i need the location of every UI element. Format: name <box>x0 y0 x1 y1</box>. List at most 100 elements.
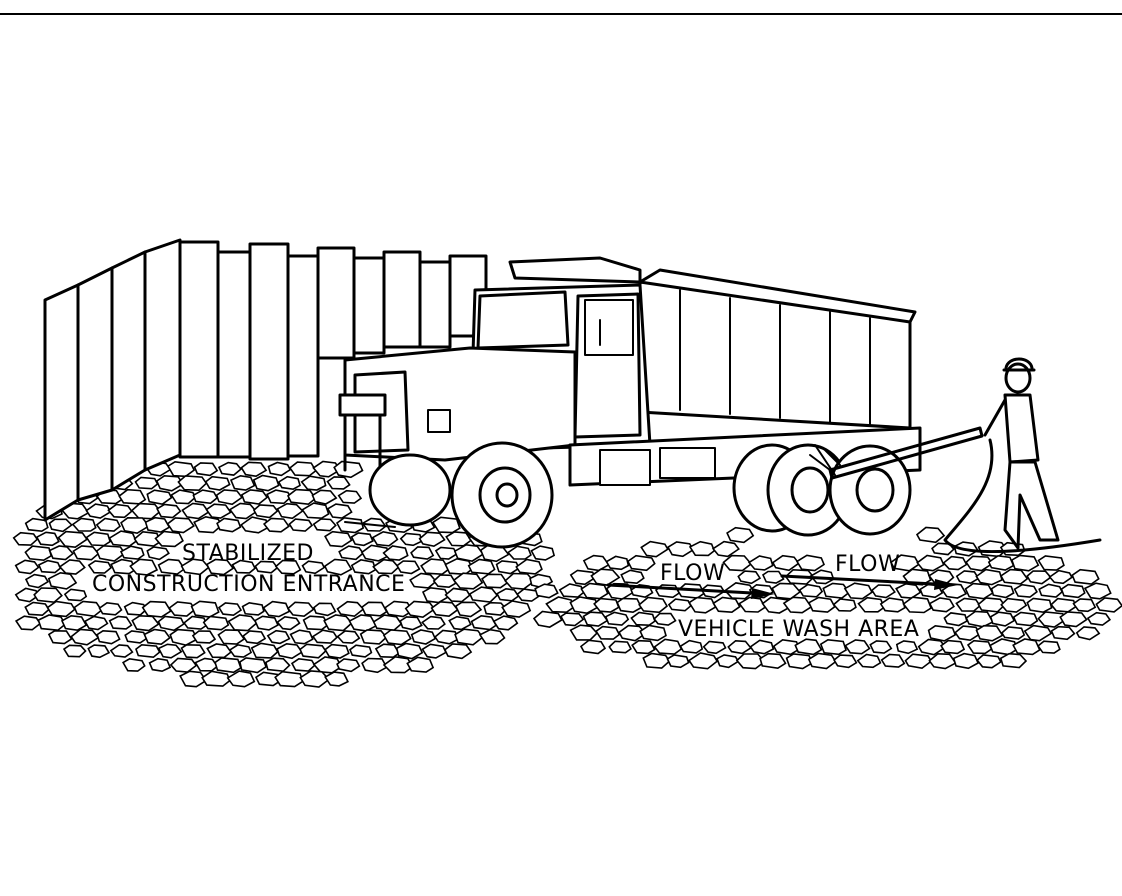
gravel-stone <box>800 585 823 597</box>
gravel-stone <box>977 655 1001 668</box>
gravel-stone <box>531 546 554 560</box>
gravel-stone <box>278 504 303 519</box>
gravel-stone <box>334 462 362 478</box>
gravel-stone <box>313 490 337 504</box>
gravel-stone <box>516 560 542 574</box>
gravel-stone <box>881 598 905 612</box>
gravel-stone <box>65 589 86 600</box>
worker-figure <box>985 359 1058 548</box>
gravel-stone <box>264 518 289 531</box>
gravel-stone <box>264 602 290 617</box>
gravel-stone <box>1001 654 1026 668</box>
gravel-stone <box>26 575 48 588</box>
gravel-stone <box>739 598 765 613</box>
gravel-stone <box>1060 612 1086 627</box>
gravel-stone <box>71 630 98 645</box>
gravel-stone <box>73 518 96 531</box>
gravel-stone <box>989 556 1014 570</box>
gravel-stone <box>300 671 329 687</box>
gravel-stone <box>643 654 669 669</box>
gravel-stone <box>193 631 215 643</box>
gravel-stone <box>1015 585 1037 597</box>
gravel-stone <box>159 616 184 630</box>
gravel-stone <box>1051 599 1076 612</box>
gravel-stone <box>254 476 279 491</box>
gravel-stone <box>73 546 98 560</box>
gravel-stone <box>410 574 436 588</box>
gravel-stone <box>728 641 751 654</box>
gravel-stone <box>407 657 433 672</box>
gravel-stone <box>25 546 51 560</box>
gravel-stone <box>917 556 943 571</box>
gravel-stone <box>38 615 65 630</box>
gravel-stone <box>584 556 609 571</box>
gravel-stone <box>834 599 856 611</box>
gravel-stone <box>143 602 171 617</box>
gravel-stone <box>640 626 666 641</box>
gravel-stone <box>421 559 449 574</box>
gravel-stone <box>361 630 387 644</box>
gravel-stone <box>787 654 813 669</box>
gravel-stone <box>373 532 398 546</box>
gravel-stone <box>215 658 241 672</box>
gravel-stone <box>192 601 219 617</box>
gravel-stone <box>1039 556 1064 570</box>
gravel-stone <box>240 658 266 673</box>
gravel-stone <box>480 630 505 644</box>
gravel-stone <box>727 528 753 543</box>
gravel-stone <box>412 630 436 644</box>
gravel-stone <box>401 534 422 546</box>
gravel-stone <box>845 583 872 599</box>
gravel-stone <box>689 598 715 613</box>
gravel-stone <box>87 532 111 545</box>
gravel-stone <box>423 644 446 658</box>
gravel-stone <box>977 626 1003 641</box>
gravel-stone <box>268 631 290 644</box>
gravel-stone <box>917 528 944 543</box>
gravel-stone <box>1013 639 1039 654</box>
gravel-stone <box>581 640 605 653</box>
gravel-stone <box>16 616 40 630</box>
gravel-stone <box>231 476 254 490</box>
label-vehicle-wash-area: VEHICLE WASH AREA <box>678 617 919 642</box>
gravel-stone <box>328 504 352 518</box>
gravel-stone <box>991 612 1015 626</box>
gravel-stone <box>654 614 675 626</box>
gravel-stone <box>302 476 326 490</box>
gravel-stone <box>25 602 49 615</box>
gravel-stone <box>64 645 86 656</box>
gravel-stone <box>896 584 920 598</box>
gravel-stone <box>1025 626 1051 641</box>
gravel-stone <box>929 626 956 641</box>
gravel-stone <box>454 573 482 589</box>
gravel-stone <box>204 617 229 630</box>
gravel-stone <box>219 603 241 615</box>
gravel-stone <box>290 462 316 476</box>
gravel-stone <box>809 653 836 668</box>
gravel-stone <box>254 505 278 518</box>
gravel-stone <box>534 612 562 628</box>
gravel-stone <box>834 655 856 667</box>
gravel-stone <box>929 654 955 669</box>
gravel-stone <box>136 477 158 488</box>
gravel-stone <box>571 625 597 640</box>
gravel-stone <box>432 602 458 616</box>
gravel-stone <box>168 518 194 533</box>
gravel-stone <box>570 597 598 613</box>
gravel-stone <box>302 503 328 518</box>
gravel-stone <box>1062 585 1085 598</box>
gravel-stone <box>897 641 917 653</box>
gravel-stone <box>159 644 182 658</box>
gravel-stone <box>314 603 336 615</box>
gravel-stone <box>277 617 299 630</box>
gravel-stone <box>157 504 180 517</box>
label-flow-left: FLOW <box>660 561 725 586</box>
gravel-stone <box>1077 627 1099 640</box>
gravel-stone <box>966 611 993 626</box>
gravel-stone <box>968 641 991 654</box>
gravel-stone <box>1012 556 1038 571</box>
gravel-stone <box>456 602 481 616</box>
label-flow-right: FLOW <box>835 552 900 577</box>
gravel-stone <box>132 504 160 519</box>
gravel-stone <box>147 490 171 504</box>
